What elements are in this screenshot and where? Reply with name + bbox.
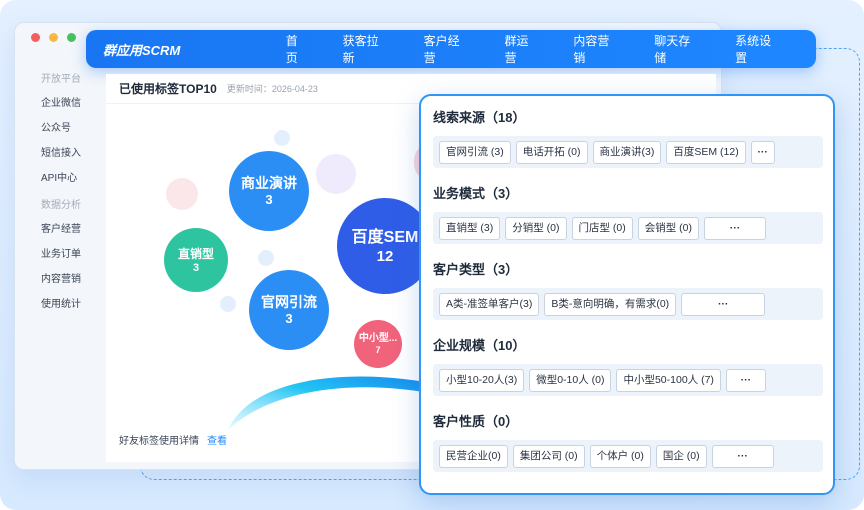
footer-text: 好友标签使用详情	[119, 436, 199, 447]
card-title: 已使用标签TOP10	[119, 82, 217, 96]
tag-chip[interactable]: 集团公司 (0)	[512, 444, 585, 468]
tag-row: 民营企业(0) 集团公司 (0) 个体户 (0) 国企 (0) ···	[433, 440, 823, 472]
sidebar-item-sms[interactable]: 短信接入	[41, 148, 81, 159]
decor-circle	[258, 250, 274, 266]
tag-chip[interactable]: 门店型 (0)	[571, 216, 633, 240]
bubble-count: 3	[285, 311, 293, 327]
sidebar: 开放平台 企业微信 公众号 短信接入 API中心 数据分析 客户经营 业务订单 …	[15, 61, 103, 469]
tag-chip[interactable]: 个体户 (0)	[589, 444, 651, 468]
tag-chip[interactable]: 百度SEM (12)	[666, 140, 746, 164]
sidebar-item-api[interactable]: API中心	[41, 173, 78, 184]
nav-links: 首页 获客拉新 客户经营 群运营 内容营销 聊天存储 系统设置	[286, 32, 816, 66]
tag-chip[interactable]: A类-准签单客户(3)	[439, 292, 540, 316]
tag-chip[interactable]: 官网引流 (3)	[439, 140, 511, 164]
tag-chip[interactable]: 微型0-10人 (0)	[529, 368, 612, 392]
more-tags-button[interactable]: ···	[711, 444, 774, 468]
bubble-direct-sales[interactable]: 直销型 3	[164, 228, 228, 292]
sidebar-item-wecom[interactable]: 企业微信	[41, 98, 81, 109]
tag-section-customer-nature: 客户性质（0） 民营企业(0) 集团公司 (0) 个体户 (0) 国企 (0) …	[433, 412, 823, 472]
bubble-count: 3	[265, 192, 273, 208]
sidebar-item-official-account[interactable]: 公众号	[41, 123, 71, 134]
minimize-window-dot[interactable]	[49, 33, 58, 42]
bubble-count: 3	[192, 261, 200, 274]
nav-item-customer[interactable]: 客户经营	[423, 34, 460, 65]
bubble-small-medium[interactable]: 中小型... 7	[354, 320, 402, 368]
section-title: 企业规模（10）	[433, 338, 526, 353]
bubble-label: 直销型	[177, 246, 214, 261]
bubble-website-traffic[interactable]: 官网引流 3	[249, 270, 329, 350]
more-tags-button[interactable]: ···	[681, 292, 766, 316]
decor-circle	[316, 154, 356, 194]
tag-chip[interactable]: 直销型 (3)	[439, 216, 501, 240]
view-details-link[interactable]: 查看	[207, 436, 227, 447]
card-footer: 好友标签使用详情查看	[119, 432, 227, 447]
card-header: 已使用标签TOP10 更新时间：2026-04-23	[106, 74, 716, 104]
maximize-window-dot[interactable]	[67, 33, 76, 42]
tag-chip[interactable]: 会销型 (0)	[637, 216, 699, 240]
tag-row: 小型10-20人(3) 微型0-10人 (0) 中小型50-100人 (7) ·…	[433, 364, 823, 396]
top-nav: 群应用SCRM 首页 获客拉新 客户经营 群运营 内容营销 聊天存储 系统设置	[86, 30, 816, 68]
close-window-dot[interactable]	[31, 33, 40, 42]
decor-circle	[274, 130, 290, 146]
brand-logo[interactable]: 群应用SCRM	[103, 42, 181, 58]
sidebar-item-orders[interactable]: 业务订单	[41, 249, 81, 260]
section-title: 线索来源（18）	[433, 110, 526, 125]
tag-chip[interactable]: 电话开拓 (0)	[515, 140, 588, 164]
sidebar-group-title: 数据分析	[41, 200, 81, 211]
bubble-baidu-sem[interactable]: 百度SEM 12	[337, 198, 433, 294]
sidebar-item-content[interactable]: 内容营销	[41, 274, 81, 285]
bubble-business-speech[interactable]: 商业演讲 3	[229, 151, 309, 231]
window-controls	[31, 33, 76, 42]
tag-section-customer-type: 客户类型（3） A类-准签单客户(3) B类-意向明确，有需求(0) ···	[433, 260, 823, 320]
nav-item-content[interactable]: 内容营销	[573, 34, 610, 65]
tag-chip[interactable]: 中小型50-100人 (7)	[616, 368, 721, 392]
decor-circle	[220, 296, 236, 312]
tag-section-company-size: 企业规模（10） 小型10-20人(3) 微型0-10人 (0) 中小型50-1…	[433, 336, 823, 396]
section-title: 业务模式（3）	[433, 186, 519, 201]
bubble-count: 7	[375, 345, 381, 356]
decor-circle	[166, 178, 198, 210]
arrow-icon	[228, 368, 456, 430]
more-tags-button[interactable]: ···	[725, 368, 766, 392]
tag-section-business-model: 业务模式（3） 直销型 (3) 分销型 (0) 门店型 (0) 会销型 (0) …	[433, 184, 823, 244]
tag-chip[interactable]: 国企 (0)	[655, 444, 707, 468]
bubble-label: 百度SEM	[351, 228, 419, 246]
more-tags-button[interactable]: ···	[704, 216, 766, 240]
section-title: 客户性质（0）	[433, 414, 519, 429]
section-title: 客户类型（3）	[433, 262, 519, 277]
bubble-label: 中小型...	[358, 332, 398, 344]
more-tags-button[interactable]: ···	[750, 140, 775, 164]
tag-chip[interactable]: 小型10-20人(3)	[439, 368, 525, 392]
update-time: 更新时间：2026-04-23	[226, 84, 318, 94]
nav-item-settings[interactable]: 系统设置	[735, 34, 772, 65]
tag-chip[interactable]: 分销型 (0)	[505, 216, 567, 240]
tag-groups-panel: 线索来源（18） 官网引流 (3) 电话开拓 (0) 商业演讲(3) 百度SEM…	[419, 94, 835, 495]
tag-row: 官网引流 (3) 电话开拓 (0) 商业演讲(3) 百度SEM (12) ···	[433, 136, 823, 168]
sidebar-group-title: 开放平台	[41, 74, 81, 85]
tag-chip[interactable]: 民营企业(0)	[439, 444, 508, 468]
nav-item-home[interactable]: 首页	[285, 34, 298, 65]
nav-item-chat-archive[interactable]: 聊天存储	[654, 34, 691, 65]
nav-item-acquisition[interactable]: 获客拉新	[342, 34, 379, 65]
sidebar-item-customer[interactable]: 客户经营	[41, 224, 81, 235]
tag-chip[interactable]: 商业演讲(3)	[592, 140, 662, 164]
nav-item-group-ops[interactable]: 群运营	[504, 34, 529, 65]
bubble-label: 商业演讲	[241, 174, 297, 191]
sidebar-item-stats[interactable]: 使用统计	[41, 299, 81, 310]
bubble-label: 官网引流	[261, 293, 317, 310]
bubble-count: 12	[376, 247, 394, 265]
tag-row: A类-准签单客户(3) B类-意向明确，有需求(0) ···	[433, 288, 823, 320]
tag-row: 直销型 (3) 分销型 (0) 门店型 (0) 会销型 (0) ···	[433, 212, 823, 244]
tag-chip[interactable]: B类-意向明确，有需求(0)	[544, 292, 677, 316]
tag-section-lead-source: 线索来源（18） 官网引流 (3) 电话开拓 (0) 商业演讲(3) 百度SEM…	[433, 108, 823, 168]
